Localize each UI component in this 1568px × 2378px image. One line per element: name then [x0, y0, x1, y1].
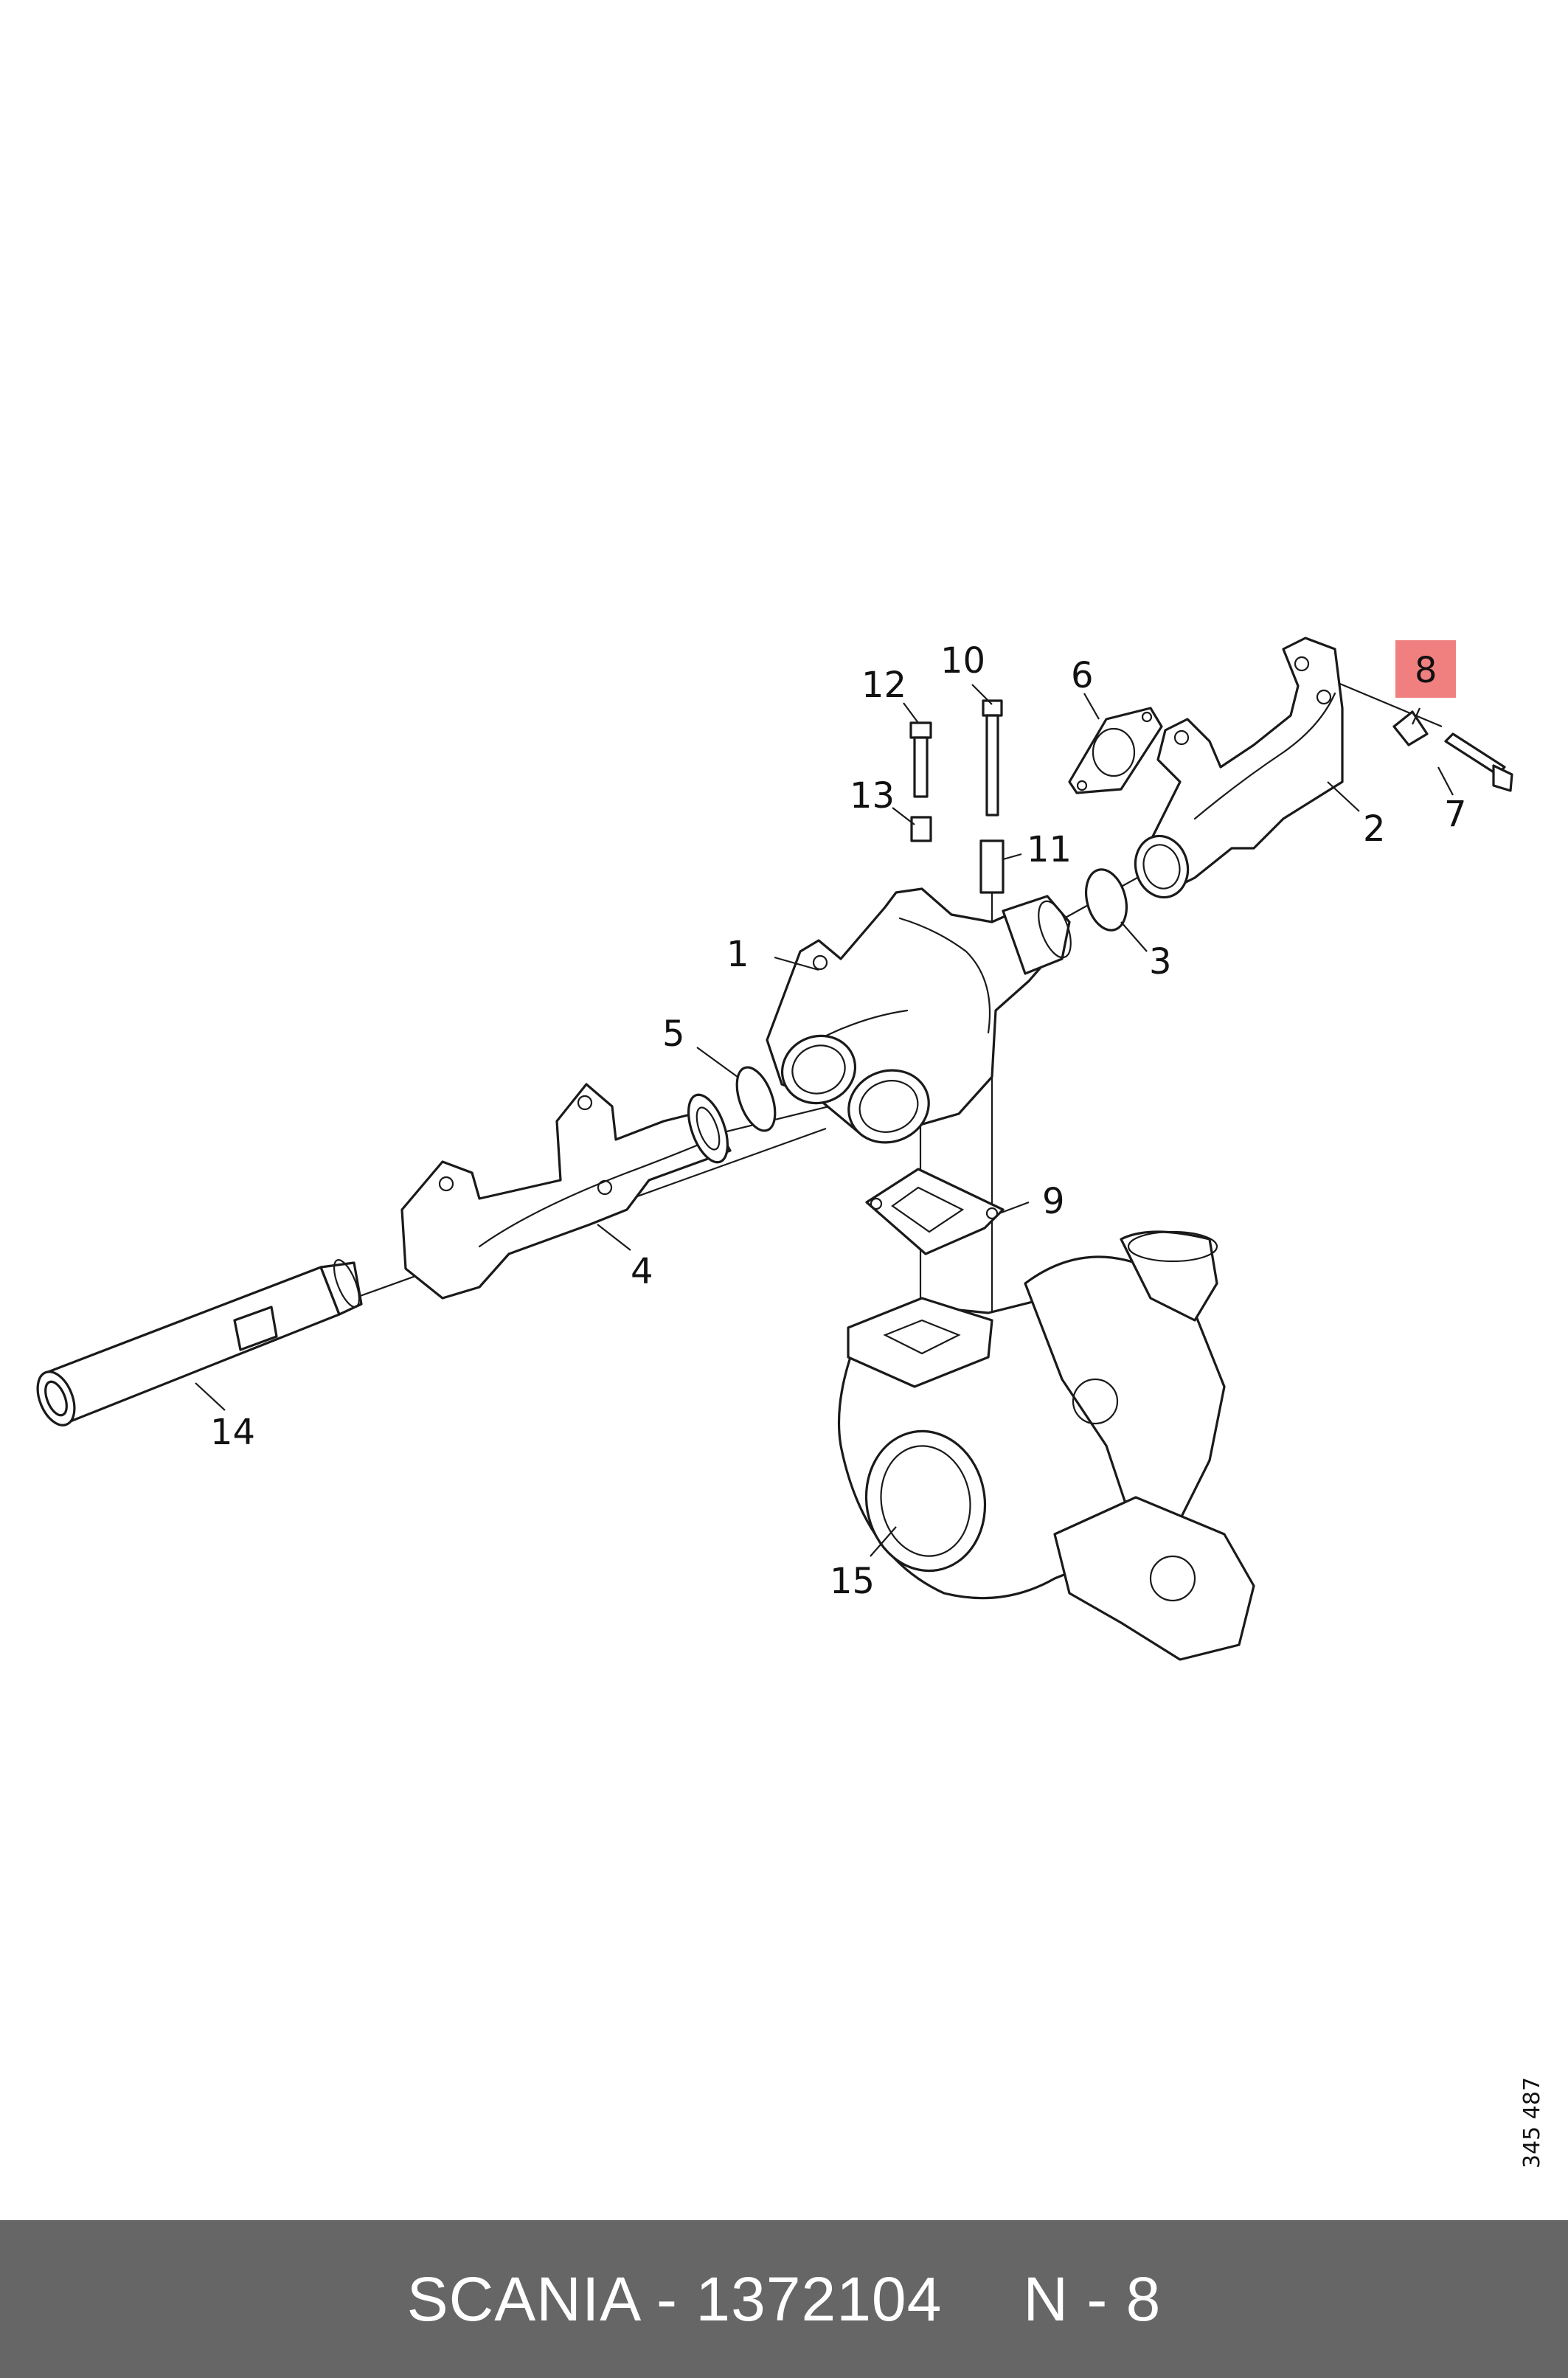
callout-11: 11	[1027, 829, 1072, 870]
part-gasket-turbo	[865, 1168, 1005, 1255]
callout-13: 13	[850, 775, 895, 817]
callout-labels: 1 2 3 4 5 6 7 8 9 10 11 12 13 14 15	[210, 640, 1467, 1602]
callout-5: 5	[662, 1013, 685, 1055]
callout-6: 6	[1071, 655, 1094, 696]
callout-15: 15	[830, 1561, 875, 1602]
callout-14: 14	[210, 1412, 255, 1453]
part-right-manifold	[1134, 637, 1344, 899]
leader-lines	[195, 684, 1454, 1557]
exploded-parts-diagram: 1 2 3 4 5 6 7 8 9 10 11 12 13 14 15	[36, 637, 1513, 1661]
callout-4: 4	[631, 1251, 653, 1292]
highlight-box	[1395, 640, 1456, 698]
part-sleeve	[1392, 710, 1429, 746]
part-o-ring-right	[1085, 868, 1128, 932]
footer-position: N - 8	[1023, 2264, 1162, 2334]
part-center-manifold	[766, 887, 1072, 1144]
callout-2: 2	[1363, 808, 1386, 850]
callout-3: 3	[1149, 941, 1172, 982]
callout-12: 12	[861, 665, 906, 706]
part-bolt-7	[1444, 732, 1513, 792]
part-pipe	[36, 1259, 363, 1427]
callout-10: 10	[940, 640, 985, 682]
callout-9: 9	[1042, 1181, 1065, 1222]
drawing-reference-code: 345 487	[1519, 2076, 1545, 2169]
part-left-manifold	[400, 1083, 732, 1300]
part-gasket-top	[1068, 707, 1163, 794]
footer-brand-part: SCANIA - 1372104	[406, 2264, 943, 2334]
part-spacer-11	[979, 839, 1005, 894]
part-turbocharger	[837, 1230, 1255, 1661]
footer-bar: SCANIA - 1372104 N - 8	[0, 2220, 1568, 2378]
part-bolt-10	[982, 699, 1003, 817]
part-bolt-12	[909, 721, 932, 798]
callout-1: 1	[726, 934, 749, 975]
part-o-ring-left	[735, 1066, 777, 1132]
callout-7: 7	[1444, 794, 1467, 835]
part-spacer-13	[910, 816, 932, 842]
callout-8: 8	[1415, 650, 1437, 691]
